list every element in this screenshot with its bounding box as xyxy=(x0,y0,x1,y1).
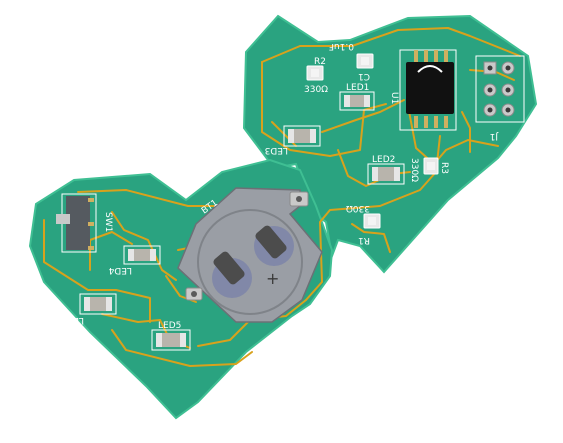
switch-sw1: SW1 xyxy=(56,193,113,253)
label-led6: LED6 xyxy=(60,315,84,325)
resistor-r3 xyxy=(423,157,439,175)
silkscreen-labels: R2 330Ω 0.1uF C1 LED1 LED3 LED2 R3 330Ω … xyxy=(60,41,449,331)
battery-plus-sign: + xyxy=(266,269,279,288)
label-sw1: SW1 xyxy=(103,212,113,232)
label-led5: LED5 xyxy=(158,321,181,331)
led1 xyxy=(339,91,375,111)
label-led4: LED4 xyxy=(108,265,132,275)
led5 xyxy=(151,329,191,351)
label-c1: C1 xyxy=(358,71,370,81)
label-r3: R3 xyxy=(439,162,449,174)
led3 xyxy=(283,125,321,147)
resistor-r1 xyxy=(363,213,381,229)
label-led1: LED1 xyxy=(346,83,369,93)
label-c1-value: 0.1uF xyxy=(329,41,354,51)
label-r1-value: 330Ω xyxy=(346,203,370,213)
label-u1: U1 xyxy=(389,92,399,104)
label-r2: R2 xyxy=(314,57,326,67)
label-j1: J1 xyxy=(490,131,499,141)
label-r2-value: 330Ω xyxy=(304,85,328,95)
resistor-r2 xyxy=(306,65,324,81)
label-led3: LED3 xyxy=(265,145,288,155)
label-led2: LED2 xyxy=(372,155,395,165)
led4 xyxy=(123,245,161,265)
label-r3-value: 330Ω xyxy=(409,158,419,182)
battery-holder: + BT1 xyxy=(177,187,323,323)
header-j1: J1 xyxy=(475,55,525,141)
ic-u1: U1 xyxy=(389,49,457,131)
led6 xyxy=(79,293,117,315)
capacitor-c1 xyxy=(356,53,374,69)
led2 xyxy=(367,163,405,185)
components xyxy=(79,53,439,351)
ic-body xyxy=(406,62,454,114)
label-r1: R1 xyxy=(358,235,370,245)
